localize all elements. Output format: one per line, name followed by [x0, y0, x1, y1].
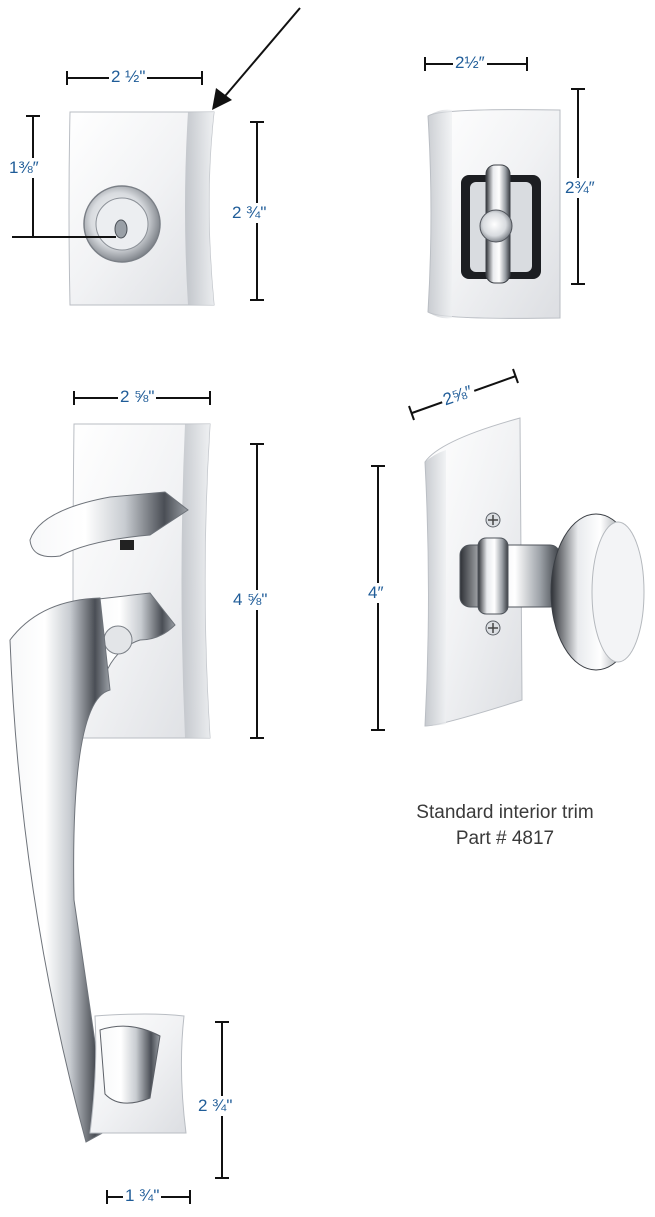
caption-title: Standard interior trim: [416, 802, 594, 823]
deadbolt-cylinder-label: 1⅜″: [7, 158, 41, 178]
handleset: [9, 423, 211, 1143]
bottom-plate-width-label: 1 ¾": [123, 1186, 162, 1206]
thumbturn-height-label: 2¾″: [563, 178, 597, 198]
deadbolt-edge: [185, 112, 214, 305]
thumb-lever: [29, 491, 189, 558]
thumbturn: [427, 109, 561, 319]
interior-trim-caption: Standard interior trim Part # 4817: [365, 800, 645, 852]
knob-height-label: 4″: [366, 583, 386, 603]
deadbolt-height-label: 2 ¾": [230, 203, 269, 223]
keyway-icon: [114, 219, 128, 239]
knob-spindle: [459, 544, 561, 608]
pointer-arrow: [212, 7, 301, 110]
interior-knob: [424, 417, 645, 727]
caption-part-number: Part # 4817: [455, 828, 555, 849]
grip-handle: [9, 597, 111, 1143]
thumbturn-width-label: 2½″: [453, 53, 487, 73]
handleset-height-label: 4 ⅝": [231, 590, 270, 610]
deadbolt-width-label: 2 ½": [109, 67, 148, 87]
handleset-width-label: 2 ⅝": [118, 387, 157, 407]
deadbolt: [68, 111, 215, 306]
bottom-plate-height-label: 2 ¾": [196, 1096, 235, 1116]
